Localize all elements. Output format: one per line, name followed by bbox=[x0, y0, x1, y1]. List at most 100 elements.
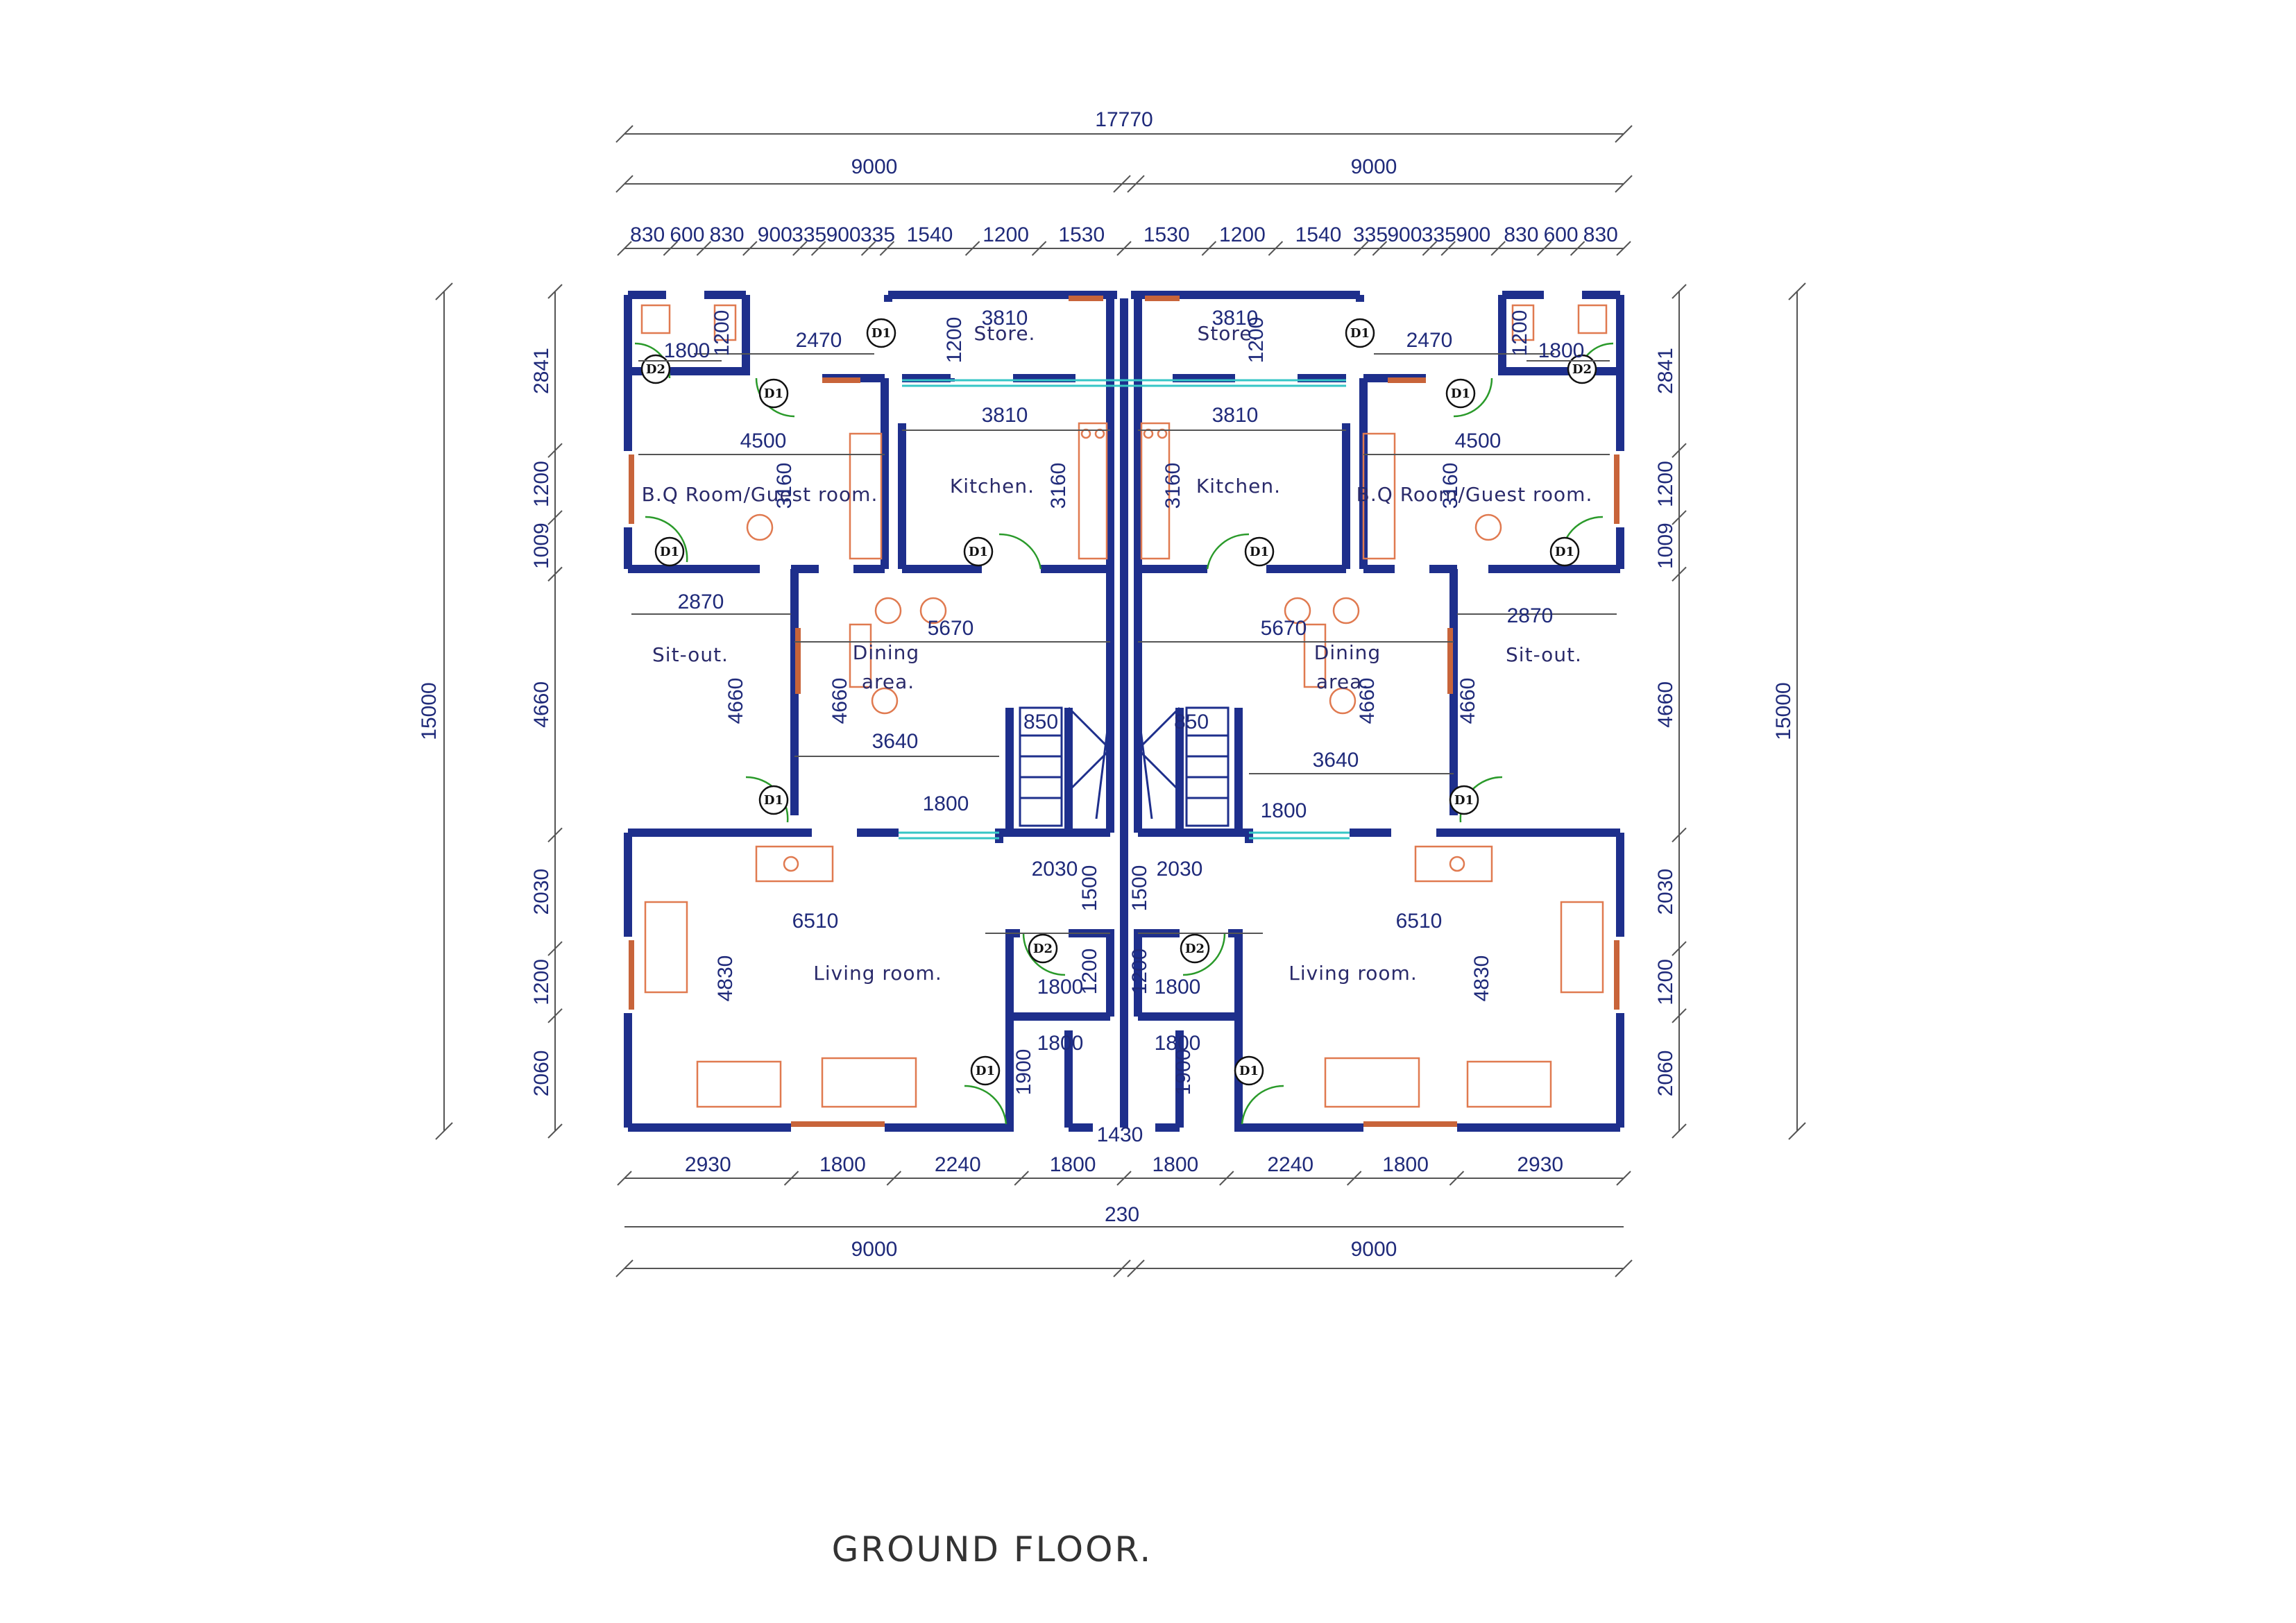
dim-tick bbox=[886, 1171, 902, 1186]
dim-value: 1800 bbox=[819, 1153, 866, 1176]
dim-2870-right: 2870 bbox=[1507, 604, 1554, 627]
svg-text:D1: D1 bbox=[764, 793, 783, 808]
dim-3160-kitchen-left: 3160 bbox=[1047, 463, 1070, 509]
dim-value: 830 bbox=[1583, 223, 1618, 246]
dim-3810-store-left: 3810 bbox=[982, 307, 1028, 330]
dim-value: 1009 bbox=[530, 522, 553, 569]
tag-d1: D1 bbox=[970, 1055, 1001, 1086]
svg-text:D2: D2 bbox=[1033, 942, 1053, 956]
dim-tick bbox=[1672, 443, 1687, 458]
dim-tick bbox=[547, 941, 563, 956]
dim-5670-right: 5670 bbox=[1261, 617, 1307, 640]
dim-top-half-left: 9000 bbox=[851, 155, 898, 178]
tag-d1: D1 bbox=[1345, 318, 1375, 348]
dim-value: 335 bbox=[1353, 223, 1388, 246]
dim-value: 1540 bbox=[1295, 223, 1342, 246]
dim-tick bbox=[879, 241, 895, 256]
dim-tick bbox=[1672, 941, 1687, 956]
dim-1500-right: 1500 bbox=[1128, 865, 1151, 912]
dim-value: 2030 bbox=[1654, 869, 1677, 915]
door-tags: D1 D1 D2 D2 D1 D1 D1 D1 D1 D1 D1 D1 D2 D… bbox=[640, 318, 1597, 1086]
dim-3160-bq-right: 3160 bbox=[1439, 463, 1462, 509]
dim-overall-width: 17770 bbox=[1095, 108, 1153, 131]
dim-value: 2930 bbox=[1517, 1153, 1563, 1176]
furniture bbox=[640, 304, 1608, 1108]
dim-depth-right: 15000 bbox=[1772, 682, 1795, 740]
dim-5670-left: 5670 bbox=[928, 617, 974, 640]
label-store-right: Store. bbox=[1198, 322, 1259, 345]
svg-text:D2: D2 bbox=[1185, 942, 1205, 956]
svg-text:D1: D1 bbox=[976, 1064, 995, 1078]
dim-value: 1200 bbox=[530, 461, 553, 507]
dim-tick bbox=[696, 241, 712, 256]
dim-1800-dining-left: 1800 bbox=[923, 792, 969, 815]
dim-2870-left: 2870 bbox=[678, 590, 724, 613]
svg-text:D1: D1 bbox=[871, 326, 891, 341]
dim-4660-sitout-right: 4660 bbox=[1456, 678, 1479, 724]
tag-d1: D1 bbox=[963, 536, 994, 567]
dim-2030-left: 2030 bbox=[1032, 858, 1078, 881]
dim-value: 1530 bbox=[1143, 223, 1190, 246]
dim-1800-bath-right: 1800 bbox=[1538, 339, 1585, 362]
label-living-right: Living room. bbox=[1289, 962, 1417, 985]
label-dining-left: Dining bbox=[853, 641, 919, 664]
dim-tick bbox=[1014, 1171, 1029, 1186]
dim-value: 2060 bbox=[1654, 1051, 1677, 1097]
label-dining-area-left: area. bbox=[862, 670, 915, 693]
dim-4500-left: 4500 bbox=[740, 430, 787, 452]
dim-4660-dining-left: 4660 bbox=[828, 678, 851, 724]
label-dining-area-right: area. bbox=[1316, 670, 1369, 693]
dim-value: 1800 bbox=[1382, 1153, 1429, 1176]
label-dining-right: Dining bbox=[1314, 641, 1381, 664]
svg-text:D1: D1 bbox=[1555, 545, 1574, 559]
dim-value: 2841 bbox=[530, 348, 553, 394]
dim-1800-wc-left: 1800 bbox=[1037, 976, 1084, 999]
drawing-title: GROUND FLOOR. bbox=[832, 1529, 1153, 1570]
tag-d2: D2 bbox=[1180, 933, 1210, 964]
dim-tick bbox=[860, 241, 876, 256]
dim-4660-dining-right: 4660 bbox=[1356, 678, 1379, 724]
dim-1900-left: 1900 bbox=[1012, 1049, 1035, 1096]
tag-d1: D1 bbox=[758, 378, 789, 409]
dim-1900-right: 1900 bbox=[1172, 1049, 1195, 1096]
dim-tick bbox=[1536, 241, 1552, 256]
dim-1800-wc-right: 1800 bbox=[1155, 976, 1201, 999]
dim-3160-kitchen-right: 3160 bbox=[1162, 463, 1184, 509]
dim-tick bbox=[1672, 284, 1687, 299]
staircase bbox=[1019, 706, 1230, 827]
dim-tick bbox=[964, 241, 980, 256]
dim-tick bbox=[1440, 241, 1456, 256]
dim-tick bbox=[1422, 241, 1438, 256]
dim-tick bbox=[1616, 241, 1631, 256]
tag-d2: D2 bbox=[1028, 933, 1058, 964]
dim-tick bbox=[1616, 1171, 1631, 1186]
dim-tick bbox=[663, 241, 679, 256]
label-sitout-right: Sit-out. bbox=[1506, 643, 1582, 666]
dim-6510-left: 6510 bbox=[792, 910, 839, 933]
dim-value: 600 bbox=[670, 223, 704, 246]
dim-2470-right: 2470 bbox=[1406, 329, 1453, 352]
dim-1200-store-right: 1200 bbox=[1245, 317, 1268, 364]
dim-3810-kitchen-right: 3810 bbox=[1212, 404, 1259, 427]
dim-value: 900 bbox=[826, 223, 861, 246]
dim-tick bbox=[742, 241, 758, 256]
tag-d2: D2 bbox=[640, 354, 671, 384]
dim-value: 335 bbox=[1422, 223, 1456, 246]
svg-text:D1: D1 bbox=[1250, 545, 1269, 559]
dim-3640-left: 3640 bbox=[872, 730, 919, 753]
svg-text:D1: D1 bbox=[660, 545, 679, 559]
dim-1200-bath-right: 1200 bbox=[1508, 310, 1531, 357]
tag-d1: D1 bbox=[1234, 1055, 1264, 1086]
dim-3160-bq-left: 3160 bbox=[773, 463, 796, 509]
dim-1200-bath-left: 1200 bbox=[711, 310, 733, 357]
dim-value: 830 bbox=[630, 223, 665, 246]
dim-value: 1009 bbox=[1654, 522, 1677, 569]
dim-value: 335 bbox=[792, 223, 826, 246]
dim-3640-right: 3640 bbox=[1313, 749, 1359, 772]
dim-value: 2240 bbox=[1267, 1153, 1313, 1176]
tag-d1: D1 bbox=[866, 318, 896, 348]
label-kitchen-right: Kitchen. bbox=[1196, 475, 1281, 498]
label-store-left: Store. bbox=[974, 322, 1036, 345]
